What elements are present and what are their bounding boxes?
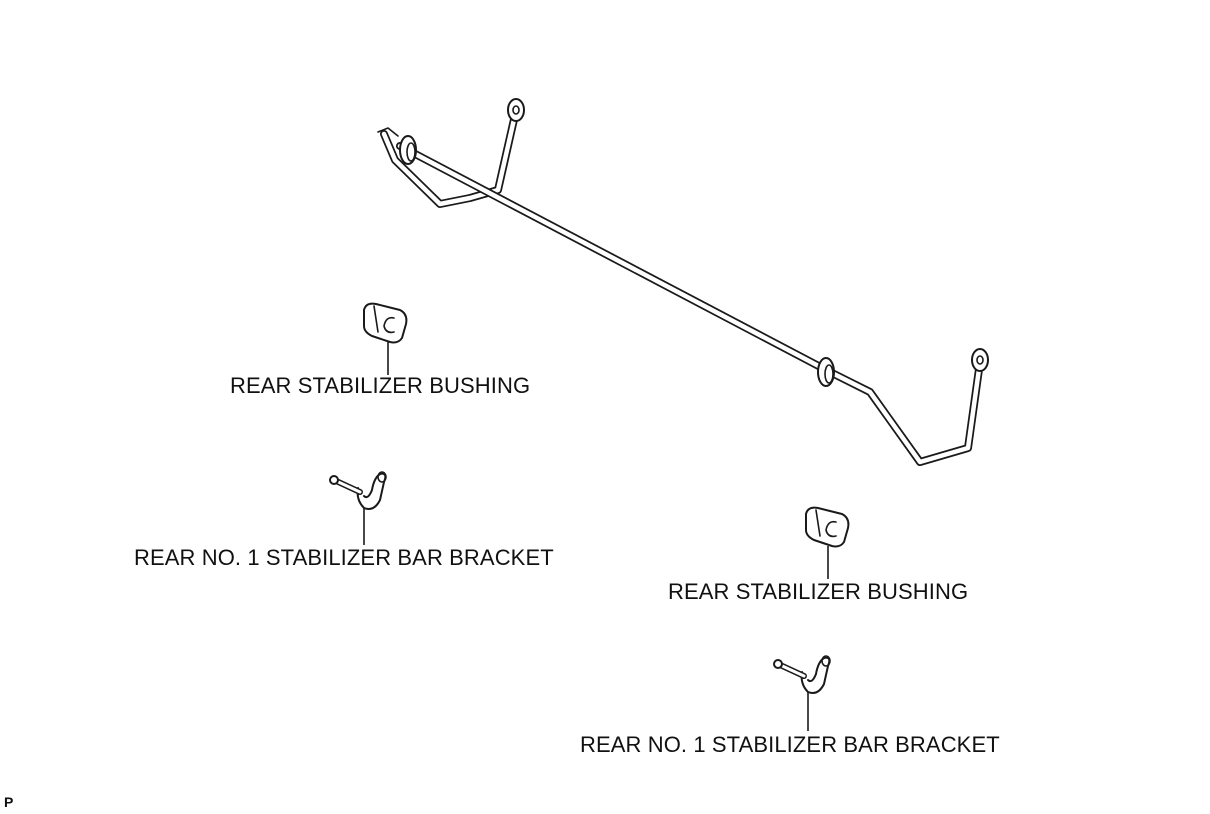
label-rear-stabilizer-bushing-right: REAR STABILIZER BUSHING	[668, 579, 969, 604]
bushing-right-icon	[805, 506, 850, 548]
corner-code: P	[4, 794, 14, 810]
rear-stabilizer-bar	[377, 98, 989, 466]
label-rear-no1-stabilizer-bar-bracket-left: REAR NO. 1 STABILIZER BAR BRACKET	[134, 545, 554, 570]
bracket-left-icon	[329, 471, 387, 510]
label-rear-no1-stabilizer-bar-bracket-right: REAR NO. 1 STABILIZER BAR BRACKET	[580, 732, 1000, 757]
bracket-right-icon	[773, 655, 831, 694]
bushing-left-icon	[363, 302, 408, 344]
label-rear-stabilizer-bushing-left: REAR STABILIZER BUSHING	[230, 373, 531, 398]
